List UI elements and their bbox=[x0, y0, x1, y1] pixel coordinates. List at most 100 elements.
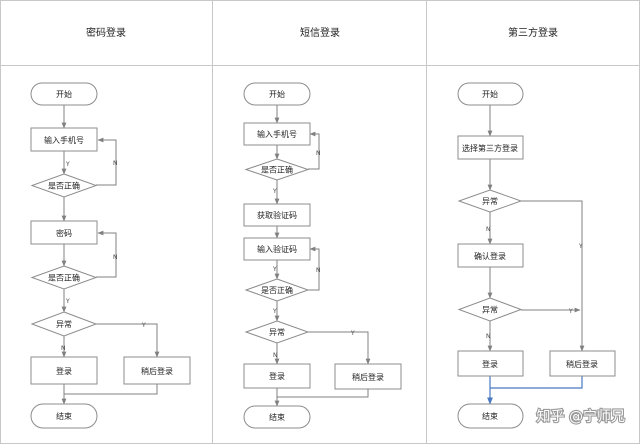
node-login bbox=[243, 363, 311, 389]
node-text: 异常 bbox=[56, 320, 72, 329]
label-y: Y bbox=[272, 308, 277, 315]
node-text: 是否正确 bbox=[48, 273, 80, 283]
edge-exception-later bbox=[96, 323, 160, 358]
node-text: 开始 bbox=[482, 89, 498, 99]
node-exception2 bbox=[457, 297, 523, 322]
node-text: 异常 bbox=[482, 197, 498, 206]
label-n: N bbox=[486, 226, 491, 233]
edge-check1-no-loop bbox=[308, 131, 320, 170]
node-choose bbox=[457, 135, 524, 160]
lane-password-nodes bbox=[30, 82, 191, 429]
label-y: Y bbox=[568, 308, 573, 315]
node-later bbox=[123, 356, 191, 385]
node-text: 结束 bbox=[56, 411, 72, 421]
lane-title-sms: 短信登录 bbox=[300, 26, 340, 39]
node-input-phone bbox=[30, 127, 98, 152]
node-text: 结束 bbox=[482, 411, 498, 421]
node-text: 选择第三方登录 bbox=[462, 143, 518, 153]
label-n: N bbox=[61, 345, 66, 352]
node-input-phone bbox=[243, 122, 311, 146]
label-n: N bbox=[316, 150, 321, 157]
edge-later-end bbox=[277, 389, 369, 398]
node-start bbox=[30, 82, 98, 106]
node-later bbox=[334, 363, 402, 390]
edge-exception1-later bbox=[521, 200, 585, 352]
node-password bbox=[30, 220, 98, 245]
node-exception bbox=[244, 320, 310, 344]
lane-third-party-nodes bbox=[457, 82, 616, 429]
node-text: 输入手机号 bbox=[257, 129, 297, 139]
lane-sms-edge-labels: Y N Y N Y Y N bbox=[272, 150, 355, 359]
node-text: 开始 bbox=[269, 89, 285, 99]
node-check1 bbox=[30, 173, 98, 198]
edge-check2-no-loop bbox=[308, 246, 320, 291]
label-y: Y bbox=[65, 298, 70, 305]
edge-exception-later bbox=[308, 331, 371, 365]
node-get-code bbox=[243, 203, 311, 227]
node-text: 是否正确 bbox=[261, 165, 293, 175]
lane-title-password: 密码登录 bbox=[86, 26, 126, 39]
lane-sms-edges bbox=[274, 105, 371, 407]
node-text: 登录 bbox=[269, 371, 285, 381]
edge-later-end bbox=[64, 384, 158, 395]
label-y: Y bbox=[578, 243, 583, 250]
node-text: 登录 bbox=[482, 359, 498, 369]
label-y: Y bbox=[272, 266, 277, 273]
label-n: N bbox=[273, 352, 278, 359]
node-text: 输入验证码 bbox=[257, 244, 297, 254]
lane-third-party-edge-labels: N Y N Y bbox=[486, 226, 583, 340]
node-login bbox=[30, 356, 98, 385]
edge-later-end bbox=[490, 376, 583, 389]
node-end bbox=[457, 403, 524, 429]
lane-sms-node-text: 开始 输入手机号 是否正确 获取验证码 输入验证码 是否正确 异常 登录 稍后登… bbox=[257, 89, 384, 422]
edge-check2-no-loop bbox=[96, 230, 117, 278]
node-text: 输入手机号 bbox=[44, 135, 84, 145]
lane-third-party-highlight-edges bbox=[487, 376, 583, 405]
lane-third-party-edges bbox=[487, 105, 585, 352]
node-text: 密码 bbox=[56, 228, 72, 238]
node-check2 bbox=[30, 265, 98, 290]
node-text: 稍后登录 bbox=[141, 366, 173, 376]
node-start bbox=[243, 82, 311, 106]
label-n: N bbox=[113, 254, 118, 261]
label-y: Y bbox=[65, 161, 70, 168]
lane-password-node-text: 开始 输入手机号 是否正确 密码 是否正确 异常 登录 稍后登录 结束 bbox=[44, 89, 173, 421]
node-text: 确认登录 bbox=[474, 251, 506, 261]
node-login bbox=[457, 350, 524, 377]
node-confirm bbox=[457, 243, 524, 268]
node-input-code bbox=[243, 237, 311, 261]
node-text: 异常 bbox=[482, 306, 498, 315]
lane-title-third-party: 第三方登录 bbox=[508, 26, 558, 39]
node-text: 获取验证码 bbox=[257, 210, 297, 220]
node-text: 是否正确 bbox=[261, 285, 293, 295]
node-end bbox=[243, 405, 311, 429]
node-text: 稍后登录 bbox=[566, 359, 598, 369]
label-y: Y bbox=[350, 330, 355, 337]
node-text: 结束 bbox=[269, 412, 285, 422]
node-text: 开始 bbox=[56, 89, 72, 99]
label-y: Y bbox=[141, 322, 146, 329]
node-end bbox=[30, 403, 98, 429]
lane-password-edge-labels: Y N Y N Y N bbox=[61, 160, 146, 352]
edge-check1-no-loop bbox=[96, 137, 117, 186]
node-exception bbox=[30, 311, 98, 337]
node-later bbox=[549, 350, 616, 377]
label-n: N bbox=[486, 333, 491, 340]
node-text: 登录 bbox=[56, 366, 72, 376]
node-check1 bbox=[244, 158, 310, 181]
label-n: N bbox=[113, 160, 118, 167]
node-text: 异常 bbox=[269, 328, 285, 337]
lane-sms-nodes bbox=[243, 82, 402, 429]
lane-third-party-node-text: 开始 选择第三方登录 异常 确认登录 异常 登录 稍后登录 结束 bbox=[462, 89, 598, 421]
node-text: 是否正确 bbox=[48, 181, 80, 191]
lane-password-edges bbox=[61, 105, 160, 405]
node-exception1 bbox=[457, 189, 523, 213]
node-start bbox=[457, 82, 524, 106]
watermark-text: 知乎 @宁师兄 bbox=[537, 408, 625, 425]
label-y: Y bbox=[272, 188, 277, 195]
node-text: 稍后登录 bbox=[352, 372, 384, 382]
label-n: N bbox=[316, 267, 321, 274]
node-check2 bbox=[244, 278, 310, 302]
